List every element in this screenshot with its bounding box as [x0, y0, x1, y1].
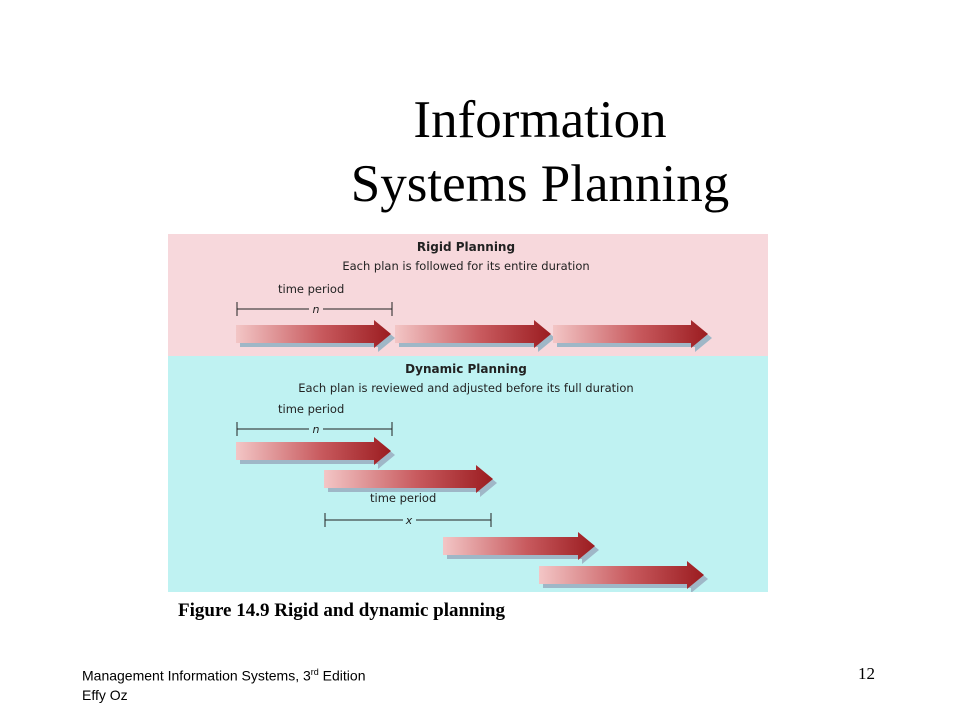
dynamic-period-variable-2: x [405, 514, 413, 527]
footer-author: Effy Oz [82, 686, 128, 703]
dynamic-time-period-label-1: time period [278, 402, 344, 416]
rigid-plan-arrow-2 [395, 320, 555, 352]
title-line-2: Systems Planning [350, 155, 730, 213]
dynamic-period-variable-1: n [313, 423, 320, 436]
dynamic-planning-subtitle: Each plan is reviewed and adjusted befor… [298, 381, 633, 395]
dynamic-period-bracket-2 [324, 513, 492, 527]
figure-caption: Figure 14.9 Rigid and dynamic planning [178, 600, 505, 621]
dynamic-plan-arrow-3 [443, 532, 599, 564]
dynamic-plan-arrow-2 [324, 465, 497, 497]
page-number: 12 [858, 664, 875, 683]
title-line-1: Information [413, 91, 667, 149]
dynamic-planning-heading: Dynamic Planning [405, 362, 527, 376]
rigid-period-variable: n [313, 303, 320, 316]
rigid-plan-arrow-1 [236, 320, 395, 352]
dynamic-period-bracket-1 [236, 422, 393, 436]
rigid-planning-heading: Rigid Planning [417, 240, 515, 254]
slide-title: Information Systems Planning [240, 88, 840, 216]
planning-diagram: Rigid Planning Each plan is followed for… [168, 234, 768, 592]
dynamic-plan-arrow-4 [539, 561, 708, 592]
footer-book-title: Management Information Systems, 3rd Edit… [82, 667, 366, 684]
dynamic-time-period-label-2: time period [370, 491, 436, 505]
rigid-planning-subtitle: Each plan is followed for its entire dur… [342, 259, 589, 273]
rigid-time-period-label: time period [278, 282, 344, 296]
rigid-period-bracket [236, 302, 393, 316]
dynamic-plan-arrow-1 [236, 437, 395, 469]
rigid-plan-arrow-3 [553, 320, 712, 352]
footer-source: Management Information Systems, 3rd Edit… [82, 663, 366, 705]
